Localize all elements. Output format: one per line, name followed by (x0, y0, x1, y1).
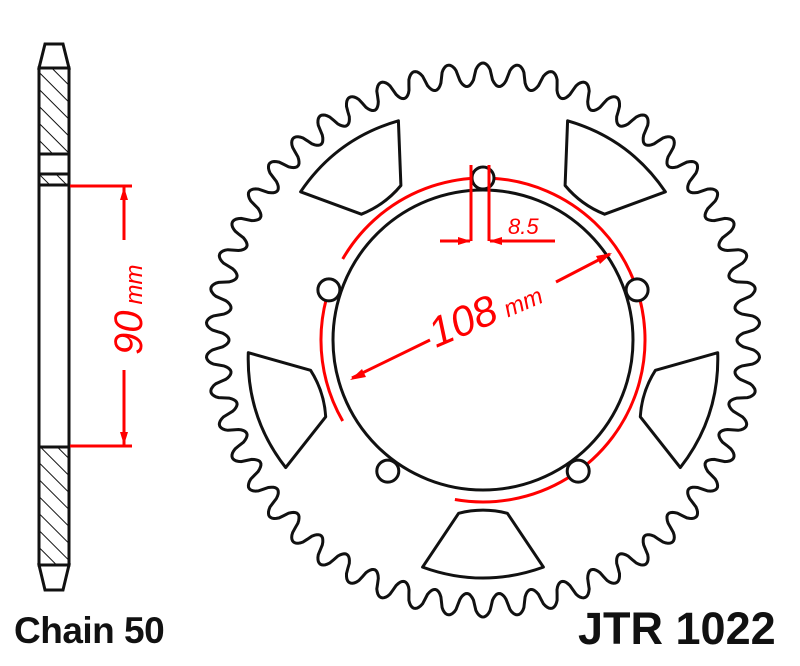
side-profile-hatch-bottom (37, 445, 71, 567)
side-profile-top-tip (37, 42, 71, 70)
bolt-hole-dimension-label: 8.5 (508, 214, 539, 239)
pcd-arc-left-tick (319, 297, 344, 422)
sprocket-teeth-outline (204, 61, 762, 619)
part-number-label: JTR 1022 (578, 603, 776, 654)
width-dimension-label: 90mm (107, 265, 151, 355)
chain-size-label: Chain 50 (14, 610, 165, 651)
pcd-arc (341, 176, 647, 504)
side-profile-bottom-tip (37, 563, 71, 592)
bolt-hole (375, 458, 401, 484)
cutout-slot (246, 351, 328, 470)
cutout-slot (421, 508, 545, 580)
width-dimension (70, 184, 132, 448)
side-profile (37, 42, 71, 592)
bolt-hole-dimension (440, 165, 555, 245)
cutout-slot (299, 119, 403, 216)
cutout-slot (638, 351, 720, 470)
side-profile-hub-gap (37, 152, 71, 176)
cutout-slot (563, 119, 667, 216)
pcd-dimension (350, 252, 612, 380)
side-profile-hatch-small (37, 172, 71, 187)
side-profile-body (37, 183, 71, 449)
bolt-hole (316, 277, 342, 303)
sprocket-cutouts (246, 119, 720, 580)
bolt-hole (624, 277, 650, 303)
side-profile-hatch-top (37, 66, 71, 156)
bolt-hole (565, 458, 591, 484)
pcd-dimension-label: 108mm (421, 267, 548, 356)
centre-bore (331, 188, 635, 492)
bolt-hole (470, 165, 496, 191)
